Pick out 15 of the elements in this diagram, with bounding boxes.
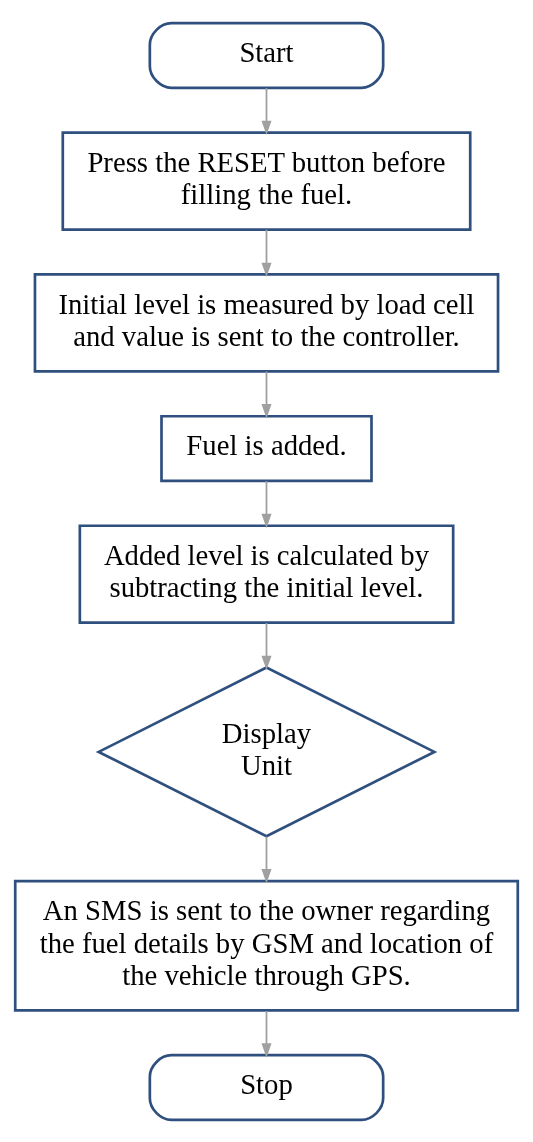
arrow <box>261 370 272 418</box>
arrow <box>261 479 272 528</box>
arrow <box>261 835 272 883</box>
arrow <box>261 86 272 135</box>
node-box: Start <box>148 21 385 89</box>
node-box: Fuel is added. <box>160 414 373 482</box>
node-box: Initial level is measured by load cell and value is sent to the controller. <box>33 272 500 373</box>
arrow <box>261 1009 272 1058</box>
node-diamond: Display Unit <box>95 665 438 838</box>
node-box: Added level is calculated by subtracting the initial level. <box>78 523 455 624</box>
arrow <box>261 228 272 277</box>
node-box: Stop <box>148 1053 385 1121</box>
node-box: An SMS is sent to the owner regarding the fuel details by GSM and location of the vehicle through GPS. <box>13 879 520 1012</box>
node-box: Press the RESET button before filling the fuel. <box>61 130 472 231</box>
arrow <box>261 621 272 670</box>
